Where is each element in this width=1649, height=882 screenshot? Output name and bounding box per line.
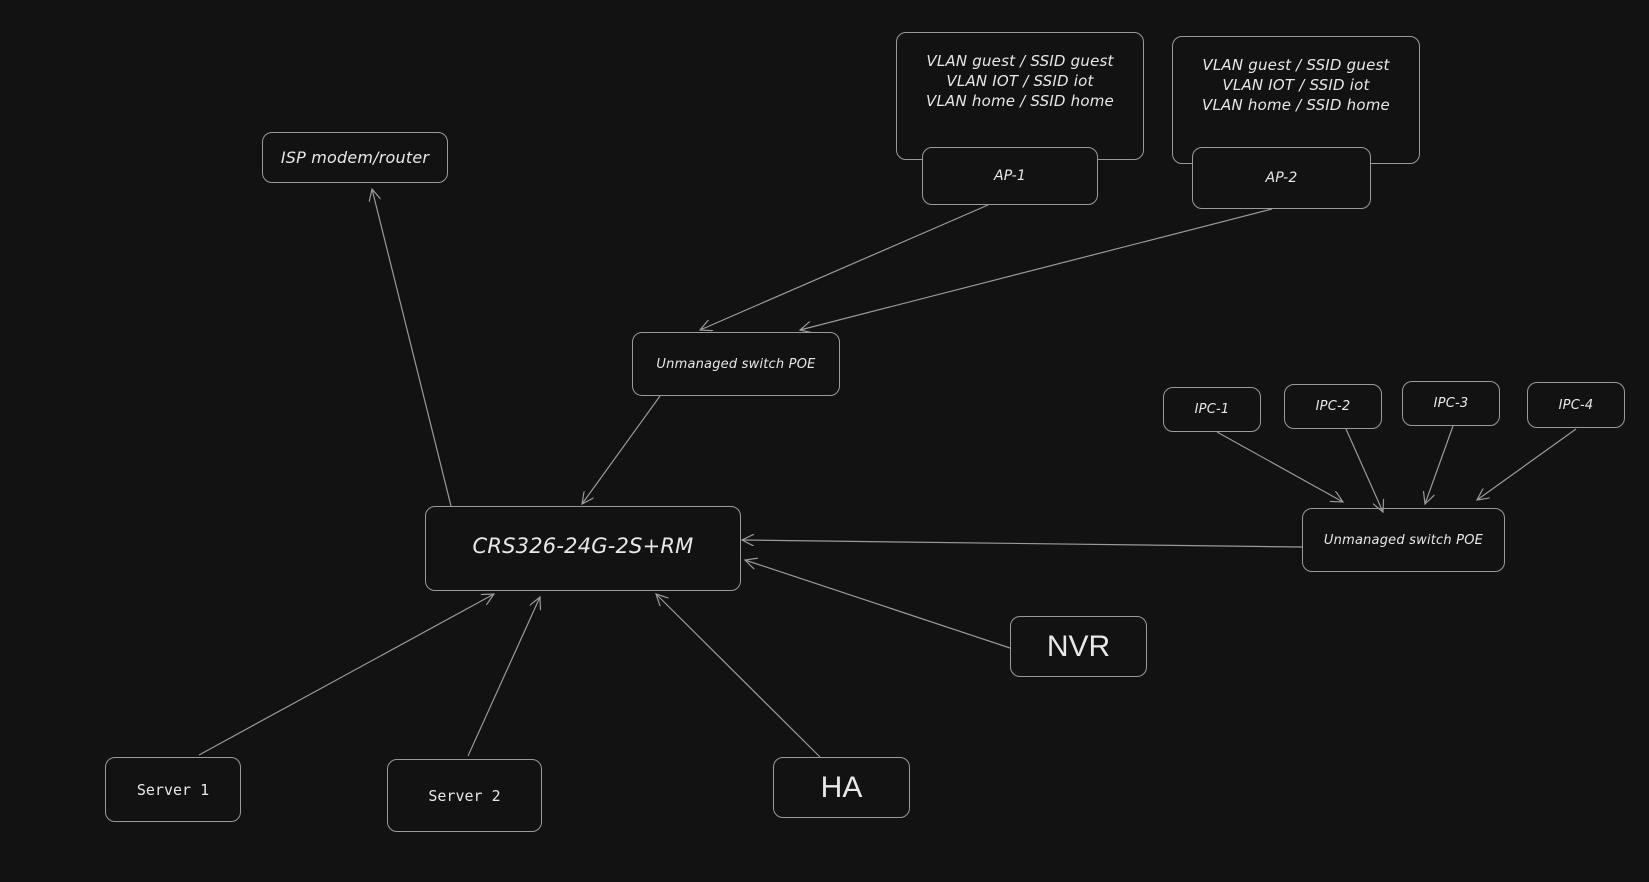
isp-modem-router-node[interactable]: ISP modem/router [262, 132, 448, 183]
edge-ipc4-to-poe [1477, 428, 1577, 500]
ipc1-node[interactable]: IPC-1 [1163, 387, 1261, 432]
ap2-node[interactable]: AP-2 [1192, 147, 1371, 209]
server1-label: Server 1 [136, 780, 210, 799]
ap1-vlan-line-3: VLAN home / SSID home [926, 92, 1114, 110]
edge-ipc2-to-poe [1345, 428, 1383, 512]
poe-switch-ap-node[interactable]: Unmanaged switch POE [632, 332, 840, 396]
ap2-label: AP-2 [1265, 170, 1298, 186]
ipc2-node[interactable]: IPC-2 [1284, 384, 1382, 429]
nvr-label: NVR [1046, 629, 1111, 663]
ap1-node[interactable]: AP-1 [922, 147, 1098, 205]
poe-switch-cam-node[interactable]: Unmanaged switch POE [1302, 508, 1505, 572]
ha-label: HA [820, 770, 863, 804]
edge-ipc1-to-poe [1216, 431, 1343, 502]
ap2-vlan-line-2: VLAN IOT / SSID iot [1222, 76, 1370, 94]
ha-node[interactable]: HA [773, 757, 910, 818]
ap2-vlan-line-1: VLAN guest / SSID guest [1202, 56, 1390, 74]
edge-server1-to-core [198, 594, 494, 756]
edge-ha-to-core [656, 594, 821, 758]
core-switch-label: CRS326-24G-2S+RM [472, 533, 694, 558]
ipc2-label: IPC-2 [1315, 399, 1351, 414]
ap1-vlan-line-1: VLAN guest / SSID guest [926, 52, 1114, 70]
poe-switch-ap-label: Unmanaged switch POE [656, 356, 816, 372]
core-switch-node[interactable]: CRS326-24G-2S+RM [425, 506, 741, 591]
ipc3-label: IPC-3 [1433, 396, 1469, 411]
edge-poe-cam-to-core [742, 540, 1303, 548]
poe-switch-cam-label: Unmanaged switch POE [1323, 532, 1484, 548]
ap1-vlan-line-2: VLAN IOT / SSID iot [946, 72, 1094, 90]
edge-poe-to-core [582, 395, 661, 504]
ipc4-node[interactable]: IPC-4 [1527, 382, 1625, 428]
server1-node[interactable]: Server 1 [105, 757, 241, 822]
server2-node[interactable]: Server 2 [387, 759, 542, 832]
nvr-node[interactable]: NVR [1010, 616, 1147, 677]
ipc1-label: IPC-1 [1194, 402, 1230, 417]
edge-ap1-to-poe [700, 204, 989, 330]
edge-ipc3-to-poe [1425, 425, 1454, 504]
ap1-vlan-note[interactable]: VLAN guest / SSID guest VLAN IOT / SSID … [896, 32, 1144, 160]
edge-core-to-isp [372, 189, 452, 507]
ipc4-label: IPC-4 [1558, 397, 1594, 413]
edge-ap2-to-poe [800, 208, 1273, 330]
ap1-label: AP-1 [993, 168, 1026, 184]
edge-nvr-to-core [745, 560, 1011, 649]
isp-label: ISP modem/router [280, 148, 430, 167]
ap2-vlan-line-3: VLAN home / SSID home [1202, 96, 1390, 114]
edge-server2-to-core [467, 597, 540, 757]
server2-label: Server 2 [428, 786, 501, 805]
ap2-vlan-note[interactable]: VLAN guest / SSID guest VLAN IOT / SSID … [1172, 36, 1420, 164]
ipc3-node[interactable]: IPC-3 [1402, 381, 1500, 426]
